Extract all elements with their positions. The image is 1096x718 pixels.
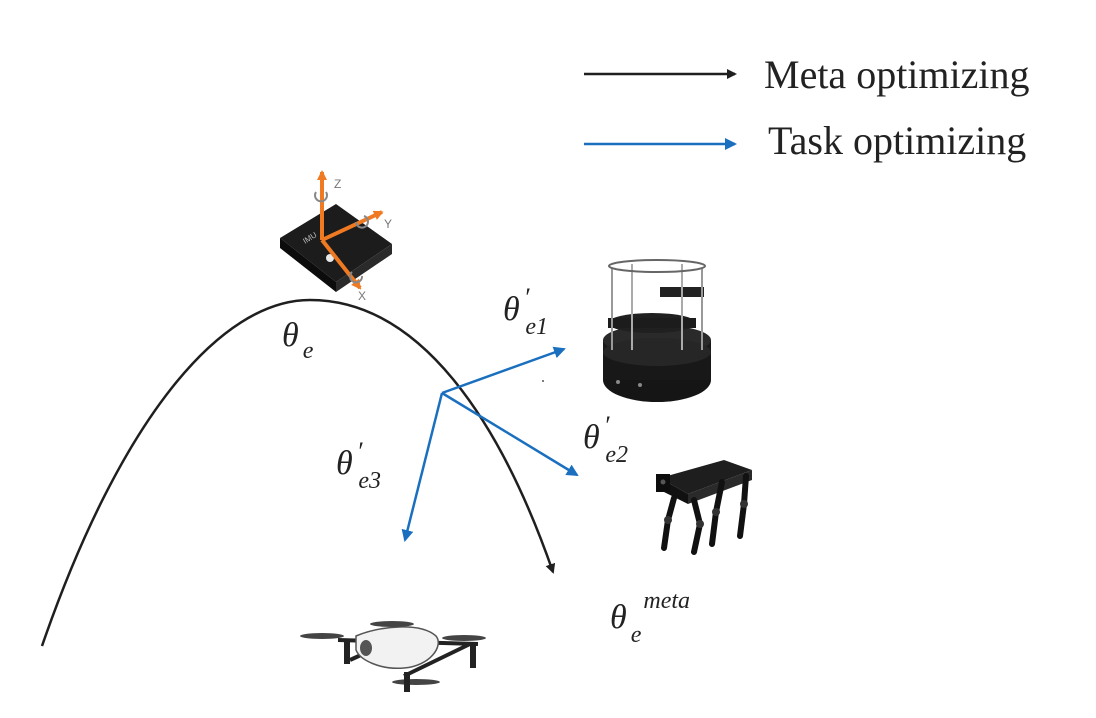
label-theta-e2: θ′e2 [583,411,628,468]
quadruped-robot-icon [656,460,752,555]
task-arrow-e1 [441,346,566,395]
imu-sensor-icon: IMU Z Y X [280,170,392,303]
legend-meta-label: Meta optimizing [764,52,1030,97]
imu-x-label: X [358,289,366,303]
task-arrow-e3 [401,392,444,542]
label-theta-e3: θ′e3 [336,437,381,494]
label-theta-e1: θ′e1 [503,283,548,340]
speck-dot [542,380,544,382]
imu-y-label: Y [384,217,392,231]
imu-z-label: Z [334,177,341,191]
task-arrow-e2 [441,391,579,477]
imu-x-axis [320,238,362,290]
meta-trajectory-curve [40,298,556,647]
turtlebot-robot-icon [603,259,711,402]
drone-icon [300,621,486,692]
legend: Meta optimizing Task optimizing [584,52,1030,163]
imu-y-axis [321,210,384,242]
task-arrows [401,346,579,542]
legend-task-label: Task optimizing [768,118,1026,163]
